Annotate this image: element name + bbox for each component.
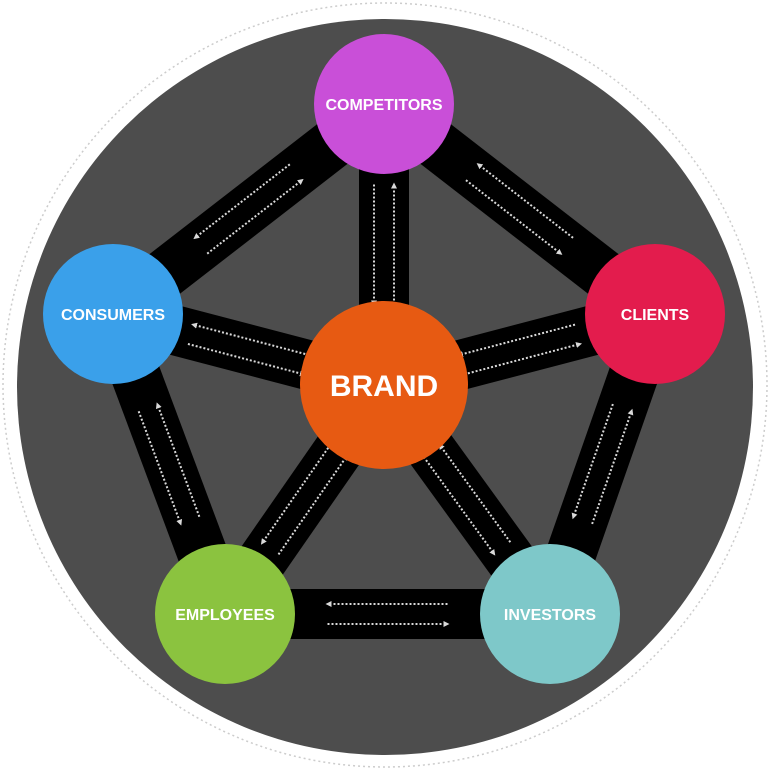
arrow-consumers-to-brand: [187, 342, 306, 377]
node-label-brand: BRAND: [330, 370, 438, 403]
node-circle-brand: [300, 301, 468, 469]
arrow-clients-to-investors: [571, 403, 614, 520]
node-brand[interactable]: BRAND: [300, 301, 468, 469]
arrow-brand-to-clients: [463, 342, 583, 376]
arrow-consumers-to-competitors: [206, 178, 304, 255]
node-circle-competitors: [314, 34, 454, 174]
node-circle-consumers: [43, 244, 183, 384]
node-investors[interactable]: INVESTORS: [480, 544, 620, 684]
arrow-competitors-to-clients: [465, 179, 563, 255]
node-clients[interactable]: CLIENTS: [585, 244, 725, 384]
node-circle-employees: [155, 544, 295, 684]
arrow-clients-to-competitors: [476, 163, 574, 239]
arrows-layer: [137, 163, 634, 627]
arrow-competitors-to-consumers: [193, 163, 291, 240]
node-circle-clients: [585, 244, 725, 384]
arrow-brand-to-investors: [422, 456, 496, 556]
arrow-investors-to-brand: [438, 443, 512, 543]
arrow-investors-to-clients: [591, 408, 634, 525]
arrow-brand-to-employees: [260, 443, 332, 545]
node-label-investors: INVESTORS: [504, 607, 597, 624]
arrow-consumers-to-employees: [137, 410, 183, 526]
node-employees[interactable]: EMPLOYEES: [155, 544, 295, 684]
node-label-consumers: CONSUMERS: [61, 307, 165, 324]
node-label-clients: CLIENTS: [621, 307, 690, 324]
arrow-employees-to-brand: [277, 454, 349, 556]
node-competitors[interactable]: COMPETITORS: [314, 34, 454, 174]
node-circle-investors: [480, 544, 620, 684]
arrow-employees-to-consumers: [155, 402, 201, 518]
node-label-competitors: COMPETITORS: [325, 97, 442, 114]
arrow-brand-to-consumers: [191, 322, 310, 357]
node-label-employees: EMPLOYEES: [175, 607, 275, 624]
arrow-clients-to-brand: [456, 323, 576, 357]
node-consumers[interactable]: CONSUMERS: [43, 244, 183, 384]
